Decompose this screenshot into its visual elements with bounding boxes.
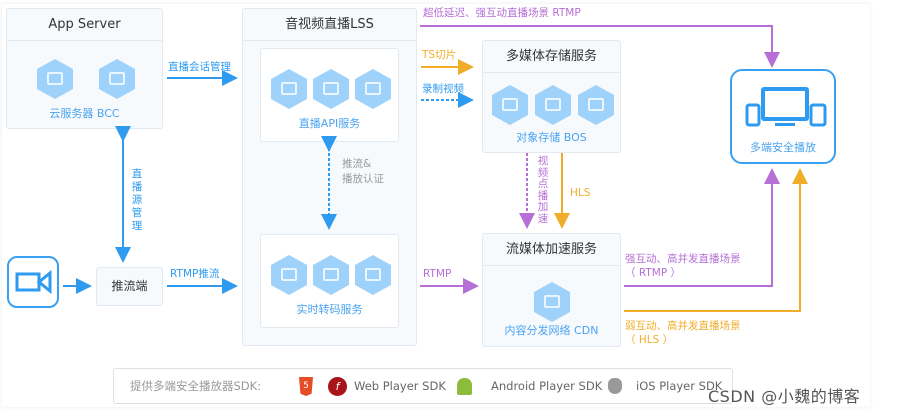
ts-label: TS切片 — [422, 49, 457, 61]
record-label: 录制视频 — [422, 83, 464, 95]
storage-title: 多媒体存储服务 — [483, 41, 620, 73]
app-server-title: App Server — [7, 9, 162, 41]
auth-label-2: 播放认证 — [342, 173, 384, 185]
storage-box: 多媒体存储服务 对象存储 BOS — [482, 40, 621, 153]
playback-caption: 多端安全播放 — [750, 141, 816, 154]
vod-accel-label: 视频点播加速 — [537, 155, 549, 225]
rtmp-push-label: RTMP推流 — [170, 268, 220, 280]
cdn-box: 流媒体加速服务 内容分发网络 CDN — [482, 233, 621, 347]
storage-caption: 对象存储 BOS — [516, 131, 587, 144]
lss-title: 音视频直播LSS — [243, 9, 416, 41]
sdk-ios: iOS Player SDK — [636, 379, 723, 393]
source-mgmt-label: 直播源管理 — [131, 168, 143, 232]
auth-label-1: 推流& — [342, 158, 372, 170]
cdn-title: 流媒体加速服务 — [483, 234, 620, 266]
camera-source — [7, 256, 59, 308]
api-service-caption: 直播API服务 — [298, 117, 361, 130]
api-service-box: 直播API服务 — [260, 48, 399, 142]
cdn-caption: 内容分发网络 CDN — [504, 324, 599, 337]
watermark: CSDN @小魏的博客 — [708, 387, 861, 406]
strong-label-2: （ RTMP ） — [625, 267, 682, 279]
sdk-web: Web Player SDK — [354, 379, 446, 393]
sdk-label: 提供多端安全播放器SDK: — [130, 379, 262, 393]
transcode-service-box: 实时转码服务 — [260, 234, 399, 328]
html5-icon: 5 — [299, 377, 313, 396]
ultra-low-label: 超低延迟、强互动直播场景 RTMP — [423, 7, 581, 19]
app-server-box: App Server 云服务器 BCC — [6, 8, 163, 129]
flash-icon: f — [328, 377, 347, 396]
sdk-android: Android Player SDK — [491, 379, 603, 393]
pusher-box: 推流端 — [96, 267, 163, 306]
strong-rtmp-arrow — [624, 168, 780, 287]
strong-label-1: 强互动、高并发直播场景 — [625, 253, 741, 265]
rtmp-label: RTMP — [423, 268, 452, 280]
devices-icon — [745, 87, 827, 127]
weak-label-2: （ HLS ） — [625, 334, 674, 346]
weak-hls-arrow — [624, 168, 808, 312]
transcode-service-caption: 实时转码服务 — [296, 303, 363, 316]
app-server-caption: 云服务器 BCC — [49, 107, 120, 120]
session-mgmt-label: 直播会话管理 — [168, 61, 231, 73]
android-icon — [457, 378, 472, 395]
hls-label: HLS — [570, 187, 591, 199]
apple-icon — [608, 378, 622, 394]
playback-box: 多端安全播放 — [730, 69, 836, 164]
sdk-bar: 提供多端安全播放器SDK: 5 f Web Player SDK Android… — [113, 368, 733, 404]
weak-label-1: 弱互动、高并发直播场景 — [625, 320, 741, 332]
video-camera-icon — [15, 269, 52, 295]
ultra-low-rtmp-arrow — [420, 25, 780, 68]
